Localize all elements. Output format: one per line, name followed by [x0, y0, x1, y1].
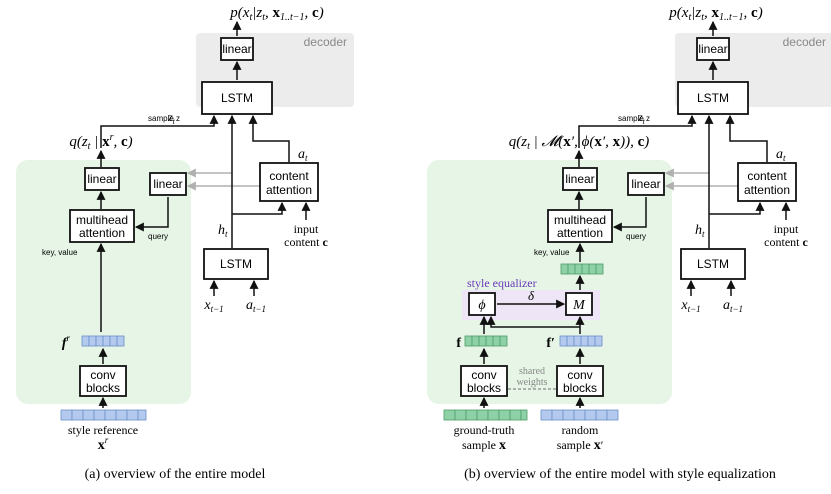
- decoder-linear-box-b: [696, 37, 730, 61]
- content-label-2: attention: [266, 183, 312, 197]
- decoder-lstm-box: [201, 81, 273, 115]
- input-lstm-label: LSTM: [220, 257, 252, 271]
- multihead-label-2-b: attention: [557, 226, 603, 240]
- a-t-label: at: [298, 147, 308, 163]
- decoder-label-b: decoder: [783, 35, 826, 49]
- input-lstm-label-b: LSTM: [697, 257, 729, 271]
- input-label: input: [294, 222, 319, 236]
- multihead-label-1-b: multihead: [554, 213, 606, 227]
- conv-label-2-rand: blocks: [563, 381, 597, 395]
- random-sample-label: sample x′: [557, 438, 604, 453]
- conv-label-2: blocks: [86, 381, 120, 395]
- equalized-feature-strip: [560, 263, 604, 275]
- style-reference-label: style reference: [68, 423, 138, 437]
- input-label-b: input: [774, 222, 799, 236]
- sample-z-label-b: sample z: [618, 114, 650, 123]
- sample-z-label: sample z: [148, 114, 180, 123]
- phi-label: ϕ: [478, 298, 485, 313]
- query-label-b: query: [626, 232, 646, 241]
- feature-fprime-label: f′: [546, 336, 555, 351]
- conv-label-1-rand: conv: [567, 368, 592, 382]
- query-linear-label: linear: [153, 177, 182, 191]
- content-c-label: content c: [284, 235, 328, 249]
- feature-strip-fprime: [559, 335, 603, 347]
- hidden-h-label: ht: [218, 223, 228, 239]
- output-probability: p(xt|zt, x1..t−1, c): [229, 5, 323, 23]
- encoder-linear-box-b: [562, 167, 598, 191]
- encoder-linear-label: linear: [87, 172, 116, 186]
- x-prev-label: xt−1: [203, 298, 223, 314]
- decoder-lstm-label: LSTM: [221, 91, 253, 105]
- query-linear-box: [149, 172, 187, 196]
- random-sample-strip: [540, 409, 619, 421]
- hidden-h-label-b: ht: [695, 223, 705, 239]
- decoder-lstm-label-b: LSTM: [697, 91, 729, 105]
- encoder-linear-box: [84, 167, 120, 191]
- shared-label-1: shared: [519, 366, 545, 377]
- feature-fr-label: fr: [62, 333, 71, 351]
- m-label: M: [572, 298, 586, 313]
- phi-box: [468, 292, 496, 316]
- multihead-attention-box-b: [547, 209, 613, 243]
- key-value-label: key, value: [42, 248, 78, 257]
- posterior-q-b: q(zt | 𝓜(x′, ϕ(x′, x)), c): [509, 132, 650, 152]
- decoder-linear-label: linear: [222, 42, 251, 56]
- input-lstm-box-b: [680, 248, 746, 280]
- style-equalizer-label: style equalizer: [467, 276, 537, 290]
- content-label-2-b: attention: [744, 183, 790, 197]
- sample-z-math-b: zt: [637, 110, 646, 126]
- posterior-q-a: q(zt | xr, c): [69, 132, 132, 152]
- decoder-label: decoder: [304, 35, 347, 49]
- style-reference-strip: [60, 409, 147, 421]
- input-lstm-box: [203, 248, 269, 280]
- decoder-linear-box: [220, 37, 254, 61]
- a-t-label-b: at: [776, 147, 786, 163]
- caption-b: (b) overview of the entire model with st…: [464, 467, 776, 482]
- content-c-label-b: content c: [764, 235, 808, 249]
- delta-label: δ: [528, 288, 535, 303]
- conv-label-1-gt: conv: [471, 368, 496, 382]
- random-label: random: [562, 423, 599, 437]
- caption-a: (a) overview of the entire model: [85, 467, 266, 482]
- multihead-attention-box: [69, 209, 135, 243]
- ground-truth-sample-label: sample x: [462, 438, 506, 453]
- x-prev-label-b: xt−1: [680, 298, 700, 314]
- encoder-background: [16, 160, 191, 404]
- multihead-label-2: attention: [79, 226, 125, 240]
- conv-label-1: conv: [90, 368, 115, 382]
- panel-a: decoder p(xt|zt, x1..t−1, c) linear LSTM…: [16, 5, 354, 482]
- ground-truth-strip: [443, 409, 528, 421]
- multihead-label-1: multihead: [76, 213, 128, 227]
- query-label: query: [148, 232, 168, 241]
- key-value-label-b: key, value: [534, 248, 570, 257]
- panel-b: decoder p(xt|zt, x1..t−1, c) linear LSTM…: [427, 5, 831, 482]
- conv-blocks-box-rand: [556, 365, 604, 397]
- conv-label-2-gt: blocks: [467, 381, 501, 395]
- content-attention-box: [259, 162, 319, 202]
- m-box: [565, 292, 593, 316]
- content-label-1-b: content: [747, 169, 787, 183]
- feature-strip-f: [464, 335, 508, 347]
- content-attention-box-b: [737, 162, 797, 202]
- encoder-linear-label-b: linear: [565, 172, 594, 186]
- decoder-linear-label-b: linear: [698, 42, 727, 56]
- a-prev-label-b: at−1: [723, 298, 743, 314]
- style-reference-xr: xr: [98, 435, 109, 453]
- output-probability-b: p(xt|zt, x1..t−1, c): [668, 5, 762, 23]
- query-linear-label-b: linear: [631, 177, 660, 191]
- query-linear-box-b: [627, 172, 665, 196]
- content-label-1: content: [269, 169, 309, 183]
- feature-strip-fr: [81, 335, 125, 347]
- decoder-lstm-box-b: [677, 81, 749, 115]
- feature-f-label: f: [456, 336, 461, 351]
- shared-label-2: weights: [516, 377, 547, 388]
- sample-z-math: zt: [167, 110, 176, 126]
- conv-blocks-box: [79, 365, 127, 397]
- ground-truth-label: ground-truth: [454, 423, 515, 437]
- conv-blocks-box-gt: [460, 365, 508, 397]
- a-prev-label: at−1: [246, 298, 266, 314]
